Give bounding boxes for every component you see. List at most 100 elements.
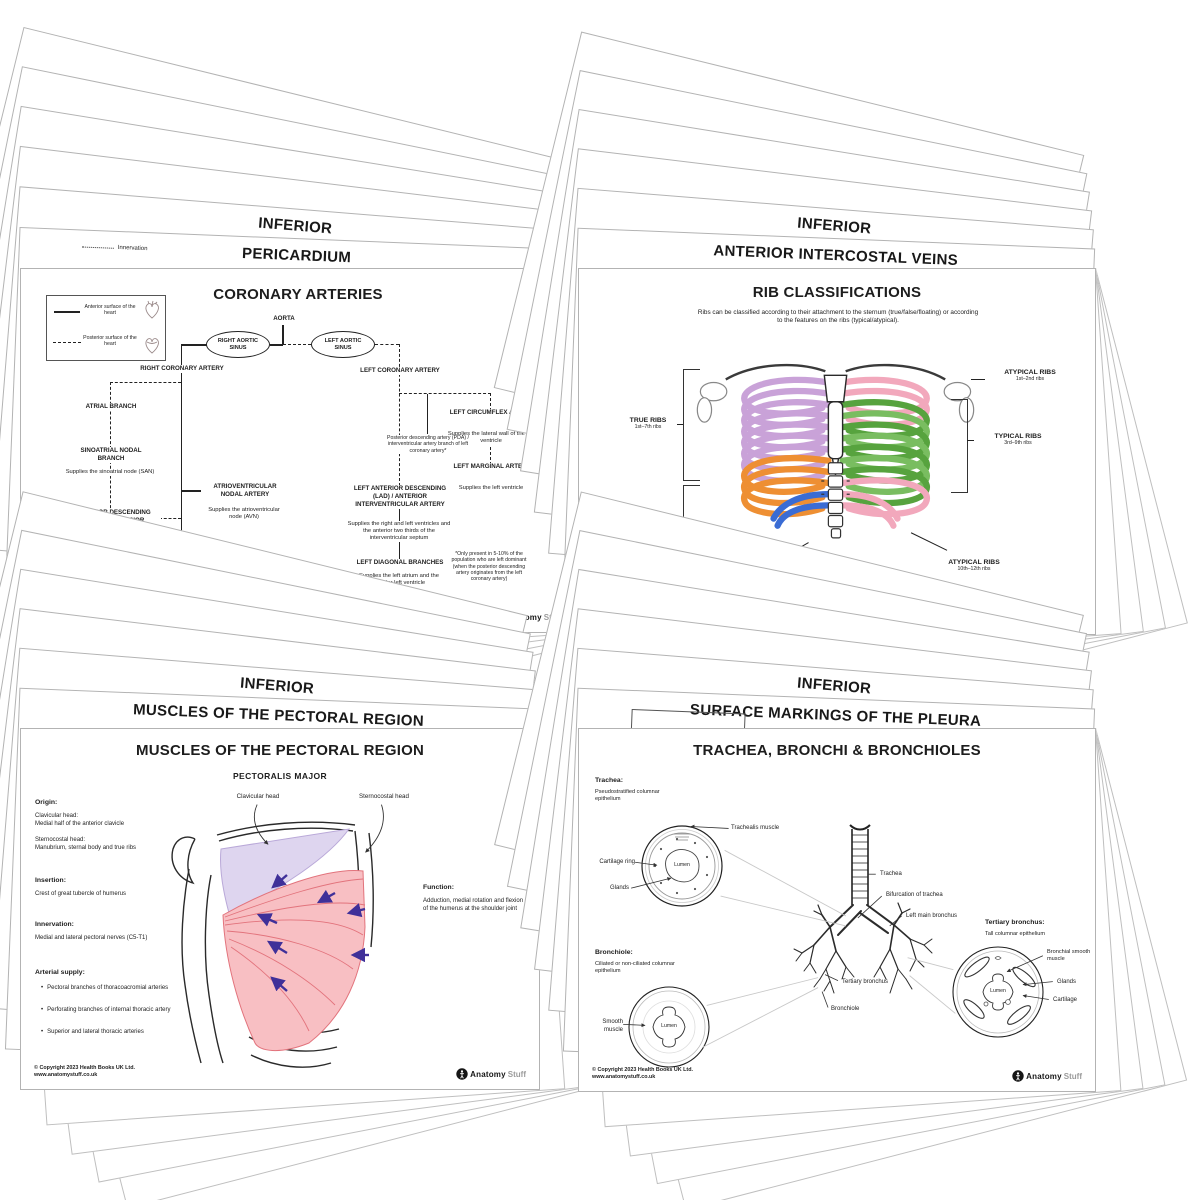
origin-heading: Origin: <box>35 799 58 806</box>
left-circumflex-note: Supplies the lateral wall of the left ve… <box>447 431 535 446</box>
connector <box>182 490 214 492</box>
aorta-label: AORTA <box>261 315 307 323</box>
artery-text: Superior and lateral thoracic arteries <box>47 1029 144 1035</box>
pda-branch-note: Posterior descending artery (PDA) / inte… <box>387 435 469 455</box>
stack-bottom-left: INFERIOR MUSCLES OF THE PECTORAL REGION … <box>0 491 631 1200</box>
origin-clavicular-title: Clavicular head: <box>35 813 79 819</box>
connector-dashed <box>110 382 181 383</box>
connector <box>180 344 182 566</box>
connector-dashed <box>398 343 400 486</box>
bifurcation-label: Bifurcation of trachea <box>886 892 943 898</box>
copyright-line1: © Copyright 2023 Health Books UK Ltd. <box>592 1066 694 1073</box>
trachealis-muscle-label: Trachealis muscle <box>731 825 780 831</box>
connector-dashed <box>159 518 181 519</box>
connector-dashed <box>490 447 491 465</box>
sinoatrial-branch-label: SINOATRIAL NODAL BRANCH <box>69 447 153 463</box>
origin-sternocostal-title: Sternocostal head: <box>35 837 86 843</box>
origin-sternocostal-text: Manubrium, sternal body and true ribs <box>35 845 137 851</box>
tertiary-glands-label: Glands <box>1057 979 1077 985</box>
bullet-dot: • <box>41 1007 44 1013</box>
smooth-muscle-label: Smooth muscle <box>602 1019 623 1033</box>
bullet-dot: • <box>41 1029 44 1035</box>
bronchiole-heading: Bronchiole: <box>595 949 633 956</box>
atypical-bottom-label: ATYPICAL RIBS 10th–12th ribs <box>931 559 1017 573</box>
label-range: 1st–2nd ribs <box>987 376 1073 383</box>
brand-light: Stuff <box>1063 1071 1082 1081</box>
label-name: ATYPICAL RIBS <box>1004 369 1056 376</box>
insertion-heading: Insertion: <box>35 877 66 884</box>
tertiary-subheading: Tall columnar epithelium <box>985 931 1046 937</box>
atrial-branch-label: ATRIAL BRANCH <box>74 403 148 411</box>
connector <box>181 344 207 346</box>
innervation-heading: Innervation: <box>35 921 74 928</box>
stack-bottom-right: INFERIOR SURFACE MARKINGS OF THE PLEURA … <box>494 491 1188 1200</box>
leader-line <box>676 424 683 426</box>
leader-line <box>971 379 985 381</box>
lad-label: LEFT ANTERIOR DESCENDING (LAD) / ANTERIO… <box>345 485 455 509</box>
left-marginal-note: Supplies the left ventricle <box>453 485 529 493</box>
heart-sketch-icon <box>145 300 159 319</box>
true-ribs-label: TRUE RIBS 1st–7th ribs <box>619 417 677 431</box>
dominance-footnote: *Only present in 5-10% of the population… <box>447 551 531 583</box>
heart-sketch-icon <box>145 338 159 354</box>
cartilage-ring-label: Cartilage ring <box>599 859 635 865</box>
connector-dashed <box>490 393 491 411</box>
label-range: 1st–7th ribs <box>619 424 677 431</box>
solid-line-key <box>54 311 80 313</box>
label-name: TYPICAL RIBS <box>994 433 1042 440</box>
origin-clavicular-text: Medial half of the anterior clavicle <box>35 821 125 827</box>
glands-label: Glands <box>609 885 629 891</box>
innervation-legend-label: Innervation <box>117 244 148 253</box>
left-coronary-label: LEFT CORONARY ARTERY <box>347 367 453 375</box>
chart-subtitle: PECTORALIS MAJOR <box>232 771 328 781</box>
pectoral-region-chart: MUSCLES OF THE PECTORAL REGION PECTORALI… <box>20 728 540 1090</box>
tertiary-cartilage-label: Cartilage <box>1053 997 1078 1003</box>
bronchiole-cross-section <box>628 986 710 1068</box>
connector-dashed <box>283 343 311 345</box>
artery-item: •Perforating branches of internal thorac… <box>41 1007 171 1015</box>
copyright: © Copyright 2023 Health Books UK Ltd. ww… <box>592 1067 693 1082</box>
legend-anterior-label: Anterior surface of the heart <box>83 304 137 317</box>
artery-item: •Pectoral branches of thoracoacromial ar… <box>41 985 171 993</box>
trachea-cross-section <box>641 825 723 907</box>
innervation-text: Medial and lateral pectoral nerves (C5-T… <box>35 935 148 941</box>
connector-dashed <box>375 343 399 345</box>
tertiary-lumen-label: Lumen <box>990 988 1006 994</box>
function-heading: Function: <box>423 884 454 891</box>
dashed-line-key <box>53 342 81 343</box>
trachea-subheading: Pseudostratified columnar epithelium <box>595 789 660 803</box>
trachea-heading: Trachea: <box>595 777 623 784</box>
connector <box>427 394 428 434</box>
artery-text: Pectoral branches of thoracoacromial art… <box>47 985 169 991</box>
typical-ribs-bracket <box>951 399 968 493</box>
label-leader-lines <box>254 804 384 853</box>
copyright: © Copyright 2023 Health Books UK Ltd. ww… <box>34 1065 135 1080</box>
dotted-line <box>81 246 114 249</box>
ribcage-illustration <box>696 363 975 539</box>
right-aortic-sinus-node: RIGHT AORTIC SINUS <box>206 331 270 358</box>
lumen-label: Lumen <box>674 862 690 868</box>
copyright-line2: www.anatomystuff.co.uk <box>592 1074 656 1081</box>
connector <box>282 325 284 344</box>
legend-posterior-label: Posterior surface of the heart <box>83 335 137 348</box>
connector <box>270 344 283 346</box>
left-circumflex-label: LEFT CIRCUMFLEX ARTERY <box>445 409 539 417</box>
avn-note: Supplies the atrioventricular node (AVN) <box>203 507 285 522</box>
node-label: RIGHT AORTIC SINUS <box>217 338 259 351</box>
label-range: 3rd–9th ribs <box>975 440 1061 447</box>
left-marginal-label: LEFT MARGINAL ARTERY <box>449 463 535 471</box>
bronchial-smooth-muscle-label: Bronchial smooth muscle <box>1047 949 1091 963</box>
chart-title: RIB CLASSIFICATIONS <box>752 284 922 301</box>
copyright-line1: © Copyright 2023 Health Books UK Ltd. <box>34 1064 136 1071</box>
bronchiole-tree-label: Bronchiole <box>831 1006 860 1012</box>
artery-item: •Superior and lateral thoracic arteries <box>41 1029 171 1037</box>
left-aortic-sinus-node: LEFT AORTIC SINUS <box>311 331 375 358</box>
label-name: ATYPICAL RIBS <box>948 559 1000 566</box>
bullet-dot: • <box>41 985 44 991</box>
copyright-line2: www.anatomystuff.co.uk <box>34 1072 98 1079</box>
arterial-heading: Arterial supply: <box>35 969 85 976</box>
tertiary-bronchus-cross-section <box>952 946 1044 1038</box>
left-diagonal-label: LEFT DIAGONAL BRANCHES <box>345 559 455 567</box>
brand-bold: Anatomy <box>1026 1071 1062 1081</box>
